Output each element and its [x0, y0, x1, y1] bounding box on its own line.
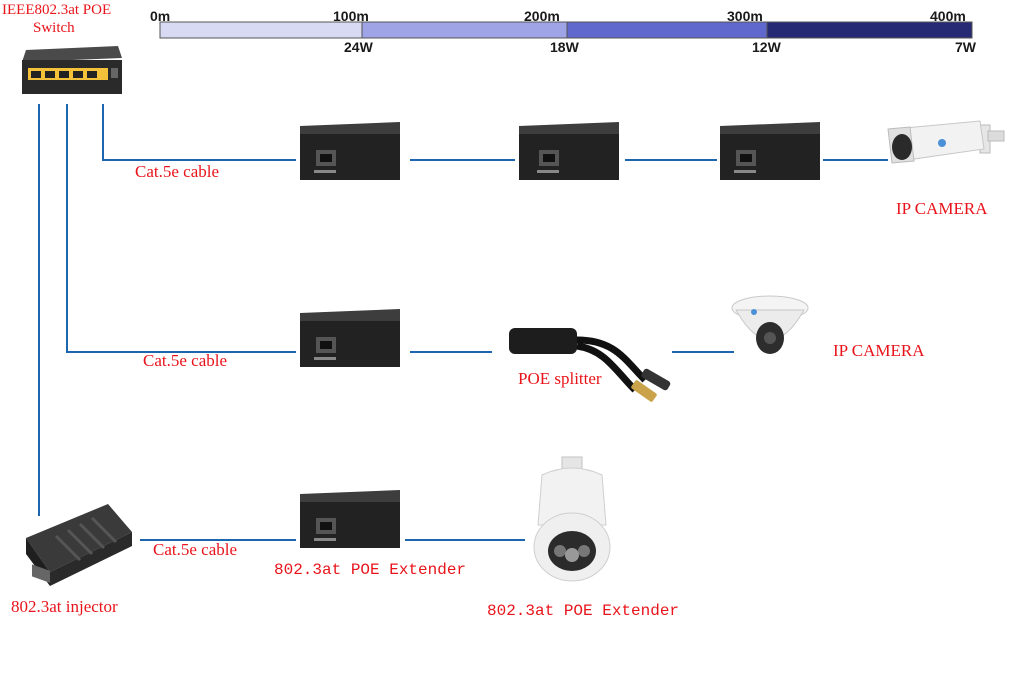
bullet-ip-camera: [887, 120, 1005, 164]
scale-segment-1: [159, 21, 363, 39]
bottom-cable-label: Cat.5e cable: [153, 540, 238, 559]
ptz-device-label: 802.3at POE Extender: [487, 602, 680, 620]
poe-splitter: [509, 328, 671, 402]
poe-extender-bottom: [300, 490, 400, 548]
scale-distance-100: 100m: [333, 8, 369, 24]
cable-top-ext1-ext2: [410, 159, 515, 161]
distance-scale-bar: [159, 21, 973, 39]
cable-switch-top-horizontal: [102, 159, 296, 161]
cable-middle-splitter-camera: [672, 351, 734, 353]
scale-power-24w: 24W: [344, 39, 373, 55]
scale-segment-2: [361, 21, 568, 39]
cable-switch-middle-horizontal: [66, 351, 296, 353]
scale-power-18w: 18W: [550, 39, 579, 55]
cable-extender-ptz: [405, 539, 525, 541]
poe-extender-middle: [300, 309, 400, 367]
cable-top-ext3-camera: [823, 159, 888, 161]
switch-label-line1: IEEE802.3at POE: [2, 2, 112, 18]
scale-power-7w: 7W: [955, 39, 976, 55]
bottom-extender-label: 802.3at POE Extender: [274, 561, 467, 579]
poe-injector: [26, 504, 132, 586]
ptz-dome-camera: [533, 456, 611, 582]
scale-distance-400: 400m: [930, 8, 966, 24]
cable-switch-injector-vertical: [38, 104, 40, 516]
middle-cable-label: Cat.5e cable: [143, 351, 228, 370]
top-camera-label: IP CAMERA: [896, 199, 988, 218]
dome-ip-camera: [731, 295, 809, 354]
cable-top-ext2-ext3: [625, 159, 717, 161]
scale-segment-4: [766, 21, 973, 39]
cable-injector-extender: [140, 539, 296, 541]
switch-label-line2: Switch: [33, 20, 75, 36]
scale-distance-200: 200m: [524, 8, 560, 24]
top-cable-label: Cat.5e cable: [135, 162, 220, 181]
scale-segment-3: [566, 21, 768, 39]
cable-middle-ext-splitter: [410, 351, 492, 353]
poe-extender-top-1: [300, 122, 400, 180]
cable-switch-top-vertical: [102, 104, 104, 161]
injector-label: 802.3at injector: [11, 597, 118, 616]
scale-distance-300: 300m: [727, 8, 763, 24]
poe-switch: [22, 46, 122, 94]
poe-extender-top-3: [720, 122, 820, 180]
cable-switch-middle-vertical: [66, 104, 68, 353]
scale-power-12w: 12W: [752, 39, 781, 55]
poe-extender-top-2: [519, 122, 619, 180]
splitter-label: POE splitter: [518, 369, 602, 388]
middle-camera-label: IP CAMERA: [833, 341, 925, 360]
scale-distance-0: 0m: [150, 8, 171, 24]
